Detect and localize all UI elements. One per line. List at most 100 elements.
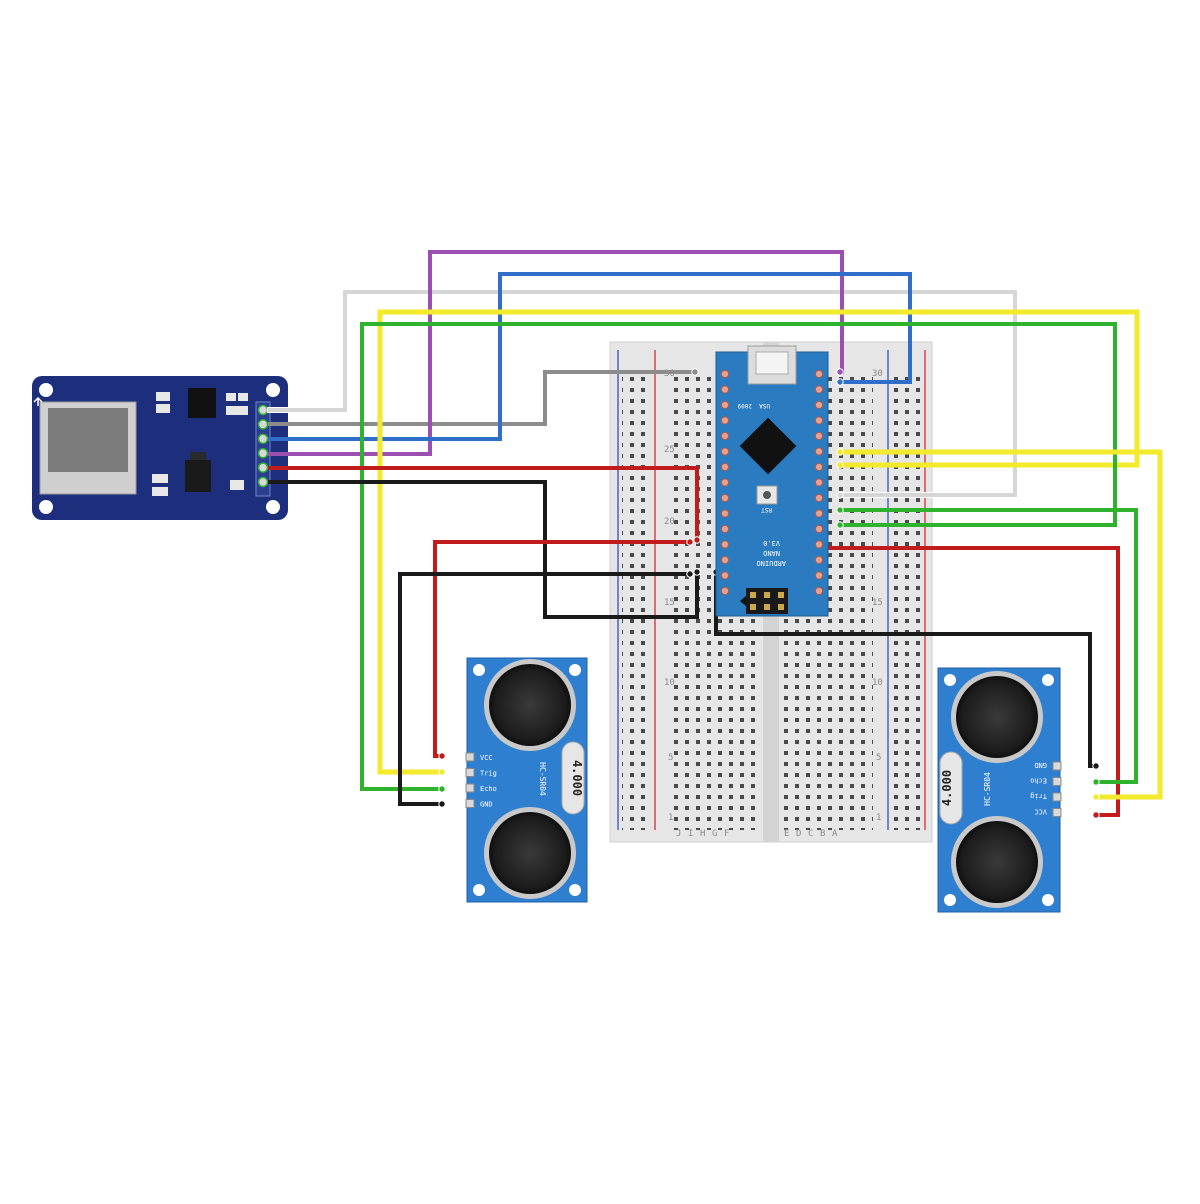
reset-label: RST (761, 506, 772, 513)
voltage-regulator (185, 460, 211, 492)
sd-header-pin (257, 462, 269, 473)
column-letter: I (688, 829, 693, 839)
crystal-label: 4.000 (940, 770, 954, 806)
sensor-pin-label: Echo (1030, 777, 1047, 785)
column-letter: A (832, 829, 838, 839)
column-letter: B (820, 829, 825, 839)
wire-gray-sd-to-breadboard (268, 370, 697, 426)
transducer-receiver (489, 812, 571, 894)
wire-end (1092, 811, 1100, 819)
transducer-emitter (956, 676, 1038, 758)
nano-pin-right (814, 586, 824, 596)
wire-end (836, 506, 844, 514)
nano-pin-right (814, 571, 824, 580)
sensor-pin-label: VCC (480, 754, 493, 762)
smd-component (156, 404, 170, 413)
wire-end (836, 378, 844, 386)
nano-pin-right (814, 385, 824, 394)
sd-header-pins (257, 404, 269, 488)
nano-pins (720, 369, 824, 596)
wire-end (836, 461, 844, 469)
wire-green-right-echo (838, 508, 1138, 784)
sensor-model-label: HC-SR04 (538, 762, 547, 796)
icsp-header (746, 588, 788, 614)
wire-red-sd-power (268, 466, 699, 542)
board-name: ARDUINO (756, 559, 786, 567)
sd-header-pin (257, 419, 269, 430)
icsp-pin (750, 592, 756, 598)
sensor-pin (465, 799, 475, 808)
reset-button-cap[interactable] (763, 491, 771, 499)
smd-component (226, 393, 236, 401)
mounting-hole (39, 500, 53, 514)
sensor-pin (1052, 792, 1062, 802)
wire-end (836, 521, 844, 529)
row-number: 15 (664, 598, 675, 608)
transducer-emitter (489, 664, 571, 746)
board-model: NANO (763, 549, 780, 557)
sd-header-pin (257, 404, 269, 416)
row-number: 30 (872, 369, 883, 379)
crystal-label: 4.000 (570, 760, 584, 796)
mounting-hole (944, 674, 956, 686)
nano-pin-left (720, 571, 730, 580)
column-letter: E (784, 829, 789, 839)
sd-header-pin (257, 476, 269, 488)
smd-component (156, 392, 170, 401)
nano-pin-right (814, 493, 824, 503)
sensor-pin-label: Trig (480, 770, 497, 778)
column-letter: H (700, 829, 705, 839)
smd-component (238, 393, 248, 401)
icsp-pin (778, 604, 784, 610)
row-number: 20 (664, 517, 675, 527)
icsp-pin (764, 592, 770, 598)
sensor-model-label: HC-SR04 (983, 772, 992, 806)
board-version: V3.0 (763, 539, 780, 547)
nano-pin-right (814, 509, 824, 518)
wire-end (836, 491, 844, 499)
wire-black-sd-ground (268, 480, 699, 619)
row-number: 15 (872, 598, 883, 608)
year-label: 2009 (737, 402, 752, 409)
wire-yellow-left-trig (377, 309, 1140, 775)
crystal-oscillator (939, 751, 963, 825)
smd-component (152, 474, 168, 483)
wire-end (836, 448, 844, 456)
nano-pin-left (720, 586, 730, 596)
sensor-pin-label: VCC (1034, 808, 1047, 816)
wire-purple-sd-to-nano (268, 250, 844, 456)
nano-pin-right (814, 400, 824, 410)
row-number: 1 (876, 813, 881, 823)
nano-pin-right (814, 478, 824, 487)
wire-end (438, 752, 446, 760)
sensor-pin-label: Trig (1030, 792, 1047, 800)
icsp-pin (778, 592, 784, 598)
mounting-hole (473, 664, 485, 676)
wire-end (686, 538, 694, 546)
wire-black-left-gnd (398, 572, 692, 806)
mounting-hole (266, 500, 280, 514)
smd-component (152, 487, 168, 496)
icsp-pin (750, 604, 756, 610)
crystal-oscillator (561, 741, 585, 815)
row-number: 10 (664, 678, 675, 688)
wire-end (1092, 778, 1100, 786)
wire-end (686, 570, 694, 578)
nano-pin-left (720, 540, 730, 549)
wire-end (438, 800, 446, 808)
nano-pin-left (720, 524, 730, 534)
nano-pin-left (720, 493, 730, 503)
wire-yellow-right-trig (837, 449, 1163, 800)
row-number: 10 (872, 678, 883, 688)
nano-pin-right (814, 431, 824, 441)
icsp-pin (764, 604, 770, 610)
wire-end (1092, 793, 1100, 801)
wire-end (691, 368, 699, 376)
column-letter: C (808, 829, 813, 839)
sensor-pin (1052, 777, 1062, 786)
mounting-hole (266, 383, 280, 397)
